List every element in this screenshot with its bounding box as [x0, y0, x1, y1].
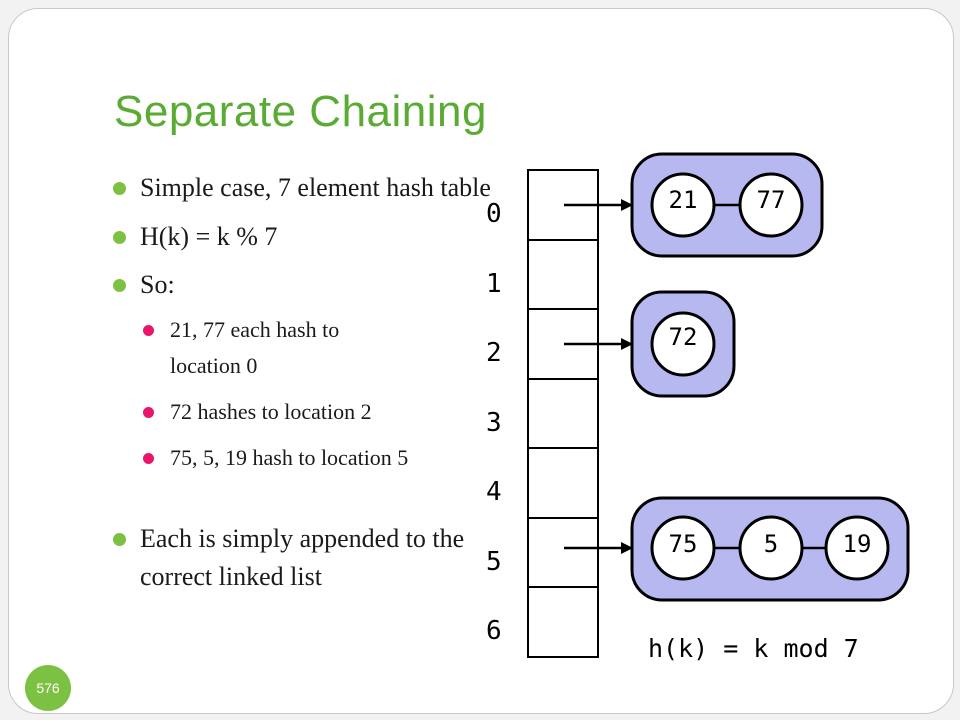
bullet-text: Simple case, 7 element hash table [140, 173, 491, 202]
hash-table-diagram: 0 1 2 3 4 5 6 21 77 72 75 5 19 h(k) = k … [486, 152, 910, 663]
bucket-index-label: 0 [486, 199, 502, 229]
bullet-text: So: [140, 270, 175, 299]
bullet-dot [113, 231, 126, 244]
node-value: 5 [764, 530, 778, 558]
chain-node [738, 172, 804, 238]
bullet-append: Each is simply appended to the correct l… [113, 520, 495, 596]
bullet-dot [113, 279, 126, 292]
subbullet-location-2: 72 hashes to location 2 [143, 394, 493, 430]
slide-title: Separate Chaining [114, 87, 487, 136]
chain-node [824, 515, 890, 581]
bucket-index-label: 3 [486, 408, 502, 438]
subbullet-dot [143, 325, 154, 336]
bucket-index-label: 2 [486, 338, 502, 368]
bucket-index-label: 4 [486, 477, 502, 507]
bucket-index-label: 6 [486, 616, 502, 646]
subbullet-dot [143, 453, 154, 464]
chain-node [650, 311, 716, 377]
bullet-hash-function: H(k) = k % 7 [113, 218, 493, 256]
subbullet-text: 21, 77 each hash to location 0 [170, 317, 340, 378]
bullet-list: Simple case, 7 element hash table H(k) =… [113, 169, 493, 596]
bullet-text: Each is simply appended to the correct l… [140, 524, 465, 591]
chain-node [650, 515, 716, 581]
bucket-index-label: 5 [486, 547, 502, 577]
bullet-dot [113, 533, 126, 546]
subbullet-text: 72 hashes to location 2 [170, 399, 372, 424]
subbullet-text: 75, 5, 19 hash to location 5 [170, 445, 409, 470]
bullet-text: H(k) = k % 7 [140, 222, 278, 251]
hash-table-array [527, 169, 599, 658]
subbullet-dot [143, 407, 154, 418]
bucket-index-label: 1 [486, 269, 502, 299]
bullet-so: So: [113, 266, 493, 304]
slide: Separate Chaining Simple case, 7 element… [8, 8, 954, 714]
bullet-dot [113, 182, 126, 195]
node-value: 19 [843, 530, 872, 558]
subbullet-location-5: 75, 5, 19 hash to location 5 [143, 440, 493, 476]
chain-node [650, 172, 716, 238]
node-value: 72 [669, 323, 698, 351]
slide-number-badge: 576 [25, 665, 71, 711]
chain-node [738, 515, 804, 581]
bullet-table-size: Simple case, 7 element hash table [113, 169, 493, 207]
node-value: 75 [669, 530, 698, 558]
hash-formula: h(k) = k mod 7 [648, 634, 859, 663]
node-value: 21 [669, 186, 698, 214]
node-value: 77 [757, 186, 786, 214]
subbullet-location-0: 21, 77 each hash to location 0 [143, 312, 410, 384]
